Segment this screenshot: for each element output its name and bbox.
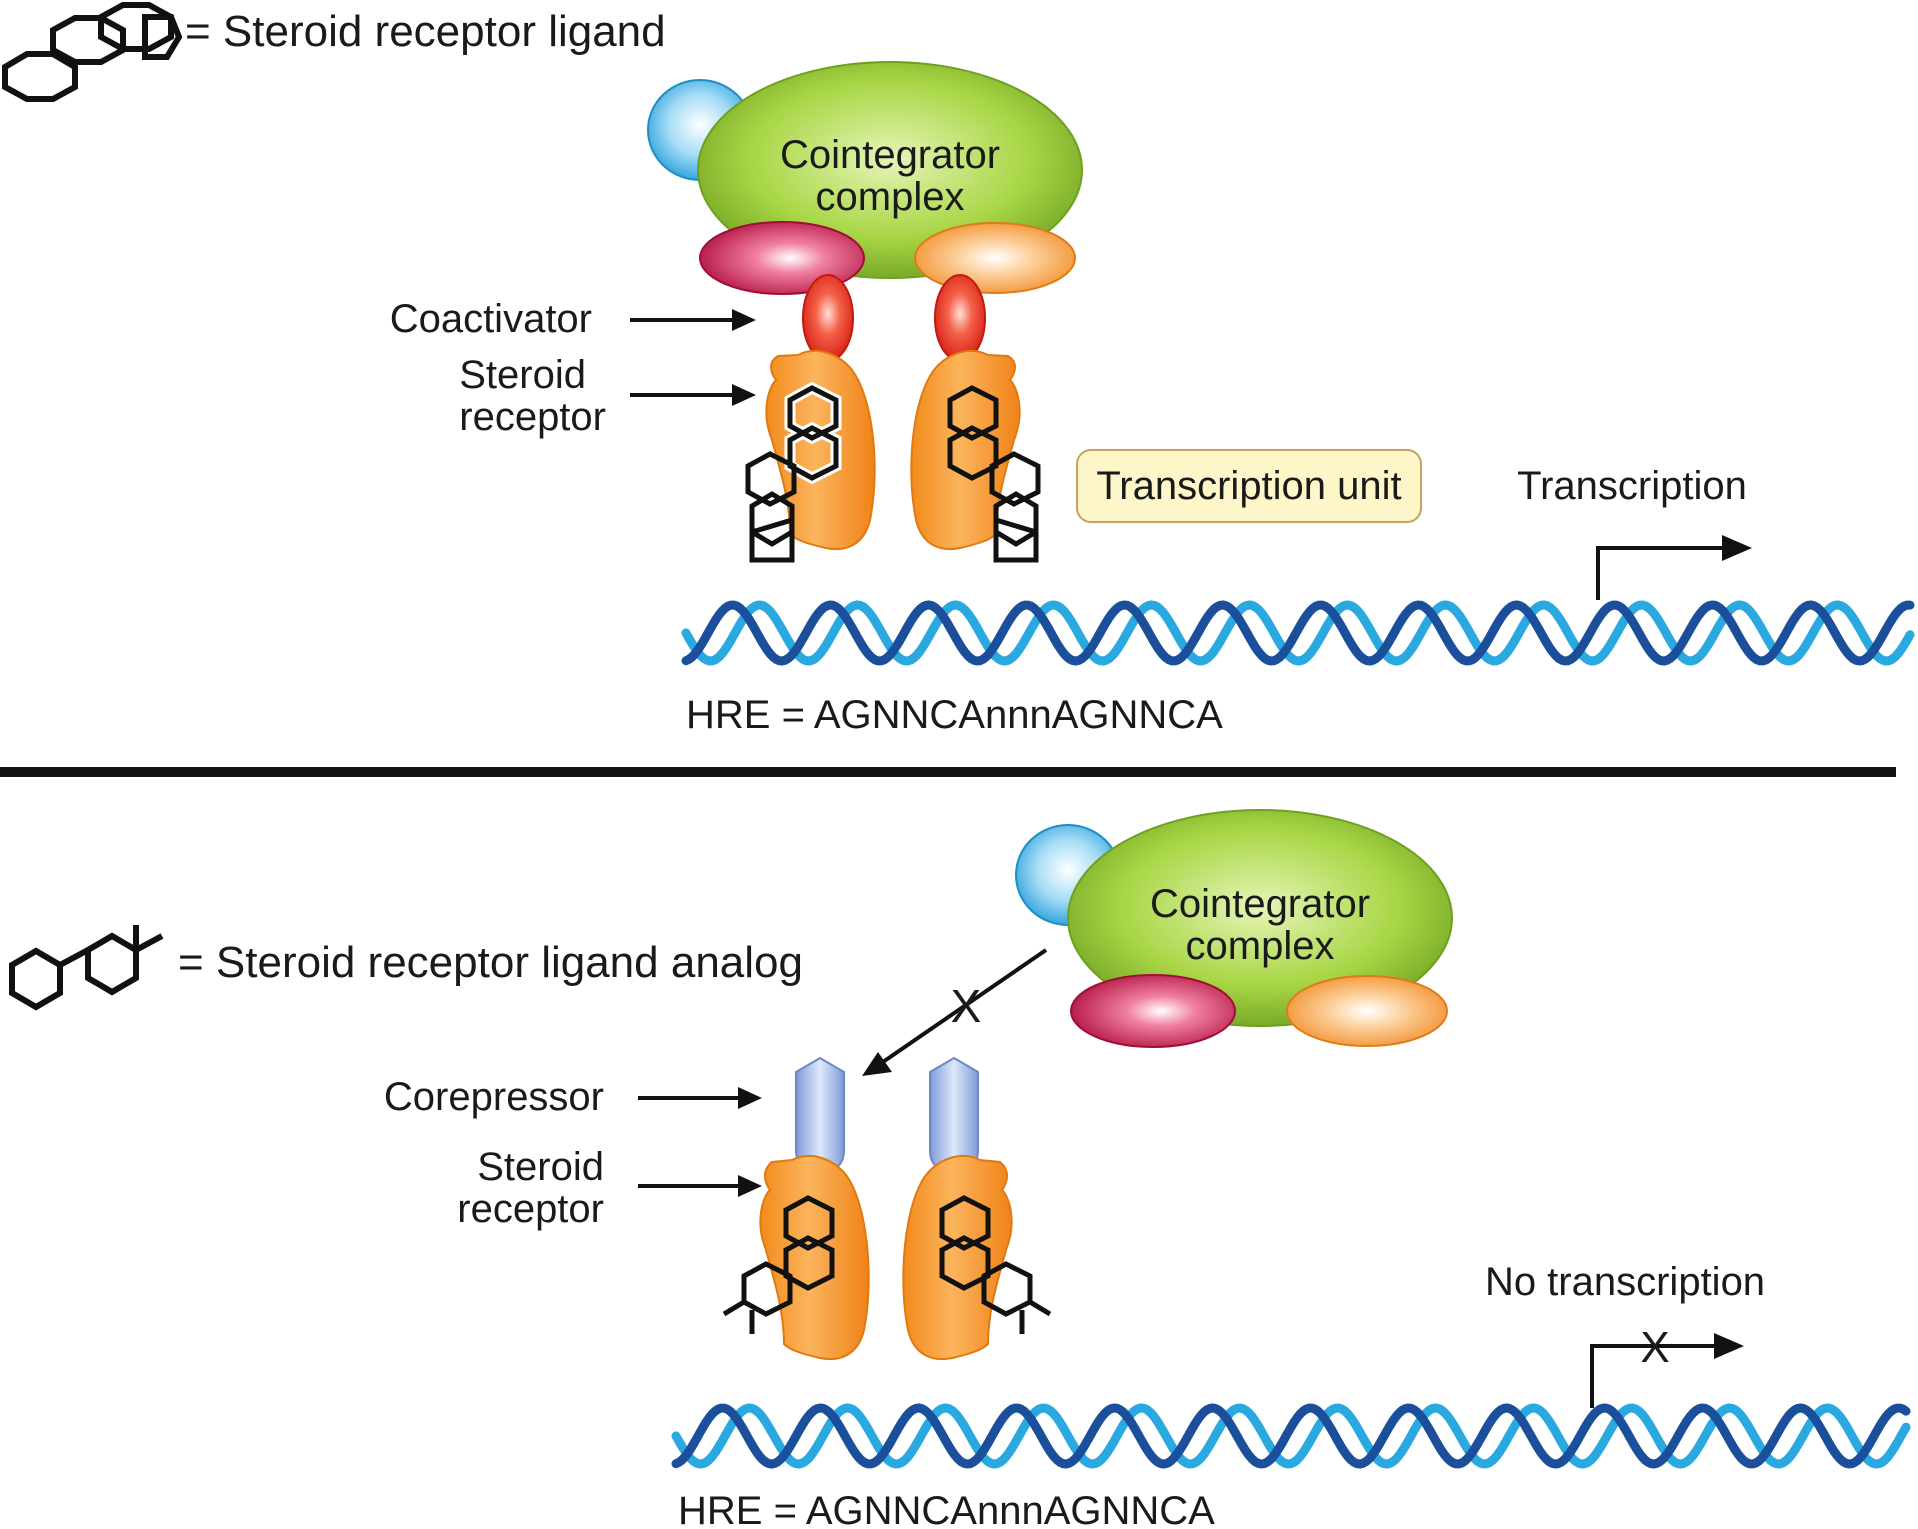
panel-divider [0, 767, 1896, 777]
steroid-ligand-legend-label: = Steroid receptor ligand [185, 7, 666, 56]
steroid-receptor-bottom-arrowhead [738, 1175, 762, 1197]
transcription-unit-box [1076, 449, 1422, 523]
steroid-receptor-left-bottom [759, 1155, 870, 1360]
bottom-panel: = Steroid receptor ligand analog Cointeg… [9, 809, 1911, 1529]
corepressor-label: Corepressor [384, 1075, 604, 1119]
steroid-receptor-bottom-label-line1: Steroid [477, 1145, 604, 1189]
corepressor-arrowhead [738, 1087, 762, 1109]
steroid-receptor-label-line2: receptor [459, 395, 606, 439]
coactivator-label: Coactivator [390, 297, 592, 341]
steroid-ligand-left [745, 381, 842, 563]
coactivator-arrowhead [732, 309, 756, 331]
cointegrator-bottom-label-line2: complex [1186, 924, 1335, 968]
magenta-protein-bottom [1070, 974, 1236, 1048]
no-transcription-arrowhead [1714, 1333, 1744, 1359]
cointegrator-label-line2: complex [816, 175, 965, 219]
peach-protein [914, 222, 1076, 294]
coactivator-right [934, 274, 986, 362]
steroid-ligand-analog-right [939, 1195, 1052, 1334]
no-transcription-arrow [1590, 1344, 1714, 1408]
coactivator-left [802, 274, 854, 362]
dna-helix-top [681, 600, 1915, 666]
top-panel: = Steroid receptor ligand Cointegrator c… [1, 2, 1915, 737]
dna-strand-dark [671, 1403, 1911, 1469]
blocked-recruitment-arrow [878, 948, 1048, 1066]
transcription-unit-label: Transcription unit [1096, 464, 1401, 508]
dna-strand-light [681, 600, 1915, 666]
steroid-ligand-analog-legend-label: = Steroid receptor ligand analog [178, 938, 803, 987]
corepressor-left [795, 1056, 845, 1174]
steroid-receptor-arrowhead [732, 384, 756, 406]
cointegrator-bottom-label-line1: Cointegrator [1150, 882, 1370, 926]
transcription-arrow [1596, 546, 1722, 600]
dna-strand-dark [681, 600, 1915, 666]
hre-label-top: HRE = AGNNCAnnnAGNNCA [686, 693, 1223, 737]
no-transcription-x: X [1640, 1323, 1669, 1372]
steroid-ligand-analog-legend-icon [9, 925, 164, 1011]
steroid-ligand-legend-icon [1, 2, 183, 102]
steroid-ligand-right [947, 385, 1041, 563]
dna-helix-bottom [671, 1403, 1911, 1469]
steroid-receptor-right [910, 350, 1021, 550]
steroid-ligand-analog-left [722, 1195, 835, 1334]
transcription-label: Transcription [1517, 464, 1747, 508]
corepressor-right [929, 1056, 979, 1174]
steroid-receptor-right-bottom [902, 1155, 1013, 1360]
blocked-recruitment-x: X [951, 980, 982, 1032]
transcription-arrowhead [1722, 535, 1752, 561]
cointegrator-label-line1: Cointegrator [780, 133, 1000, 177]
hre-label-bottom: HRE = AGNNCAnnnAGNNCA [678, 1489, 1215, 1529]
steroid-receptor-bottom-label-line2: receptor [457, 1187, 604, 1231]
cointegrator-complex-bottom [1067, 809, 1453, 1027]
steroid-receptor-left [765, 350, 876, 550]
steroid-receptor-label-line1: Steroid [459, 353, 586, 397]
blocked-recruitment-arrowhead [862, 1052, 892, 1076]
peach-protein-bottom [1286, 975, 1448, 1047]
no-transcription-label: No transcription [1485, 1260, 1765, 1304]
